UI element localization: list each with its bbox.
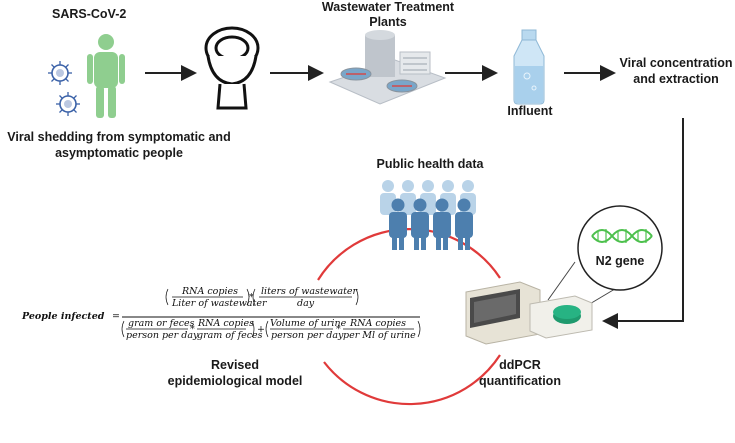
magnifier-circle [577, 205, 663, 291]
eq-plus: + [257, 324, 265, 335]
public-health-label: Public health data [376, 157, 484, 171]
eq-den-b-top: RNA copies [198, 318, 255, 329]
virus-icon [56, 92, 80, 116]
viral-label-line2: and extraction [633, 72, 719, 86]
bottle-icon [513, 29, 545, 105]
shedding-label-line1: Viral shedding from symptomatic and [7, 130, 231, 144]
gene-label: N2 gene [595, 254, 645, 268]
ddpcr-machine-icon [465, 281, 593, 345]
eq-num-b-top: liters of wastewater [261, 286, 358, 297]
dna-icon [591, 229, 653, 243]
eq-equals: = [112, 311, 120, 322]
model-label-line1: Revised [211, 358, 259, 372]
treatment-plant-icon [328, 30, 447, 105]
toilet-icon [204, 26, 260, 110]
eq-den-b-bot: gram of feces [197, 330, 263, 341]
eq-den-c-bot: person per day [271, 330, 344, 341]
arrow-extraction-to-ddpcr [602, 118, 684, 329]
zoom-line [547, 261, 576, 301]
ddpcr-label-line1: ddPCR [499, 358, 541, 372]
eq-times-3: * [336, 324, 341, 335]
model-label-line2: epidemiological model [167, 374, 303, 388]
wwtp-label-line1: Wastewater Treatment [321, 0, 455, 14]
sars-label: SARS-CoV-2 [52, 7, 127, 21]
eq-num-a-top: RNA copies [182, 286, 239, 297]
ddpcr-label-line2: quantification [479, 374, 561, 388]
cycle-arc-top [317, 228, 501, 281]
cycle-arc-bottom [323, 354, 501, 406]
eq-lhs: People infected [22, 311, 105, 322]
eq-den-d-bot: per Ml of urine [343, 330, 416, 341]
influent-label: Influent [507, 104, 553, 118]
eq-times-1: * [249, 292, 254, 303]
eq-den-a-top: gram or feces [128, 318, 195, 329]
person-icon [87, 34, 125, 118]
eq-num-a-bot: Liter of wastewater [172, 298, 267, 309]
crowd-icon [380, 180, 476, 250]
eq-den-d-top: RNA copies [350, 318, 407, 329]
eq-num-b-bot: day [297, 298, 315, 309]
viral-label-line1: Viral concentration [619, 56, 733, 70]
virus-icon [48, 61, 72, 85]
wwtp-label-line2: Plants [369, 15, 407, 29]
shedding-label-line2: asymptomatic people [55, 146, 183, 160]
eq-times-2: * [190, 324, 195, 335]
eq-den-c-top: Volume of urine [270, 318, 347, 329]
eq-den-a-bot: person per day [126, 330, 199, 341]
